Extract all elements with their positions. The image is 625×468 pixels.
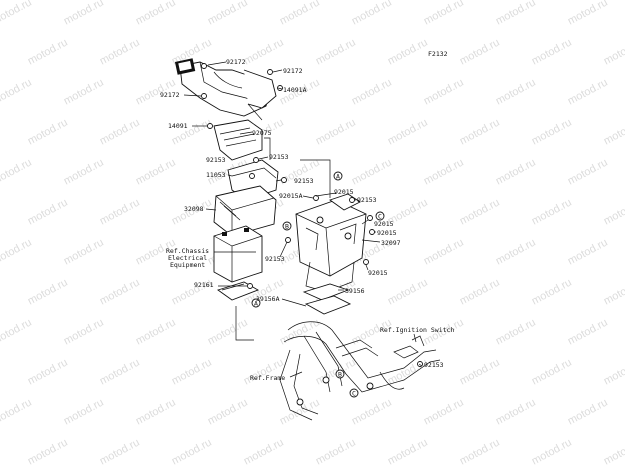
label-92153-f: 92153 bbox=[424, 361, 444, 369]
label-92075: 92075 bbox=[252, 129, 272, 137]
label-92153-b: 92153 bbox=[206, 156, 226, 164]
label-92015: 92015 bbox=[334, 188, 354, 196]
sticker-label bbox=[174, 58, 196, 75]
ref-mark-a1: A bbox=[333, 171, 343, 181]
label-11053: 11053 bbox=[206, 171, 226, 179]
fasteners bbox=[201, 63, 423, 367]
ref-mark-b2: B bbox=[335, 369, 345, 379]
label-ref-chassis-3: Equipment bbox=[170, 261, 205, 269]
label-92153-c: 92153 bbox=[294, 177, 314, 185]
ref-mark-a2: A bbox=[251, 298, 261, 308]
battery-case bbox=[213, 185, 277, 237]
svg-text:C: C bbox=[352, 390, 356, 398]
label-ref-chassis-2: Electrical bbox=[168, 254, 207, 262]
label-ref-ignition-switch: Ref.Ignition Switch bbox=[380, 326, 454, 334]
label-92015-b: 92015 bbox=[374, 220, 394, 228]
label-92153-a: 92153 bbox=[269, 153, 289, 161]
label-92172-c: 92172 bbox=[160, 91, 180, 99]
svg-text:B: B bbox=[338, 371, 342, 379]
label-92015a: 92015A bbox=[279, 192, 303, 200]
svg-text:C: C bbox=[378, 213, 382, 221]
label-ref-chassis-1: Ref.Chassis bbox=[166, 247, 209, 255]
label-92172-b: 92172 bbox=[283, 67, 303, 75]
rubber-pads bbox=[302, 283, 352, 315]
ref-mark-c1: C bbox=[375, 211, 385, 221]
svg-text:A: A bbox=[254, 300, 258, 308]
label-14091a: 14091A bbox=[283, 86, 307, 94]
label-92172-a: 92172 bbox=[226, 58, 246, 66]
label-32098: 32098 bbox=[184, 205, 204, 213]
label-92015-d: 92015 bbox=[368, 269, 388, 277]
diagram-code: F2132 bbox=[428, 50, 448, 58]
label-32097: 32097 bbox=[381, 239, 401, 247]
label-92161: 92161 bbox=[194, 281, 214, 289]
label-39156: 39156 bbox=[345, 287, 365, 295]
leader-lines bbox=[183, 61, 423, 378]
electrical-box bbox=[295, 193, 367, 293]
frame bbox=[279, 321, 441, 421]
bracket-plate bbox=[213, 119, 263, 161]
label-92153-e: 92153 bbox=[265, 255, 285, 263]
battery bbox=[213, 225, 263, 283]
svg-text:B: B bbox=[285, 223, 289, 231]
label-92153-d: 92153 bbox=[357, 196, 377, 204]
ref-mark-c2: C bbox=[349, 388, 359, 398]
label-92015-c: 92015 bbox=[377, 229, 397, 237]
label-ref-frame: Ref.Frame bbox=[250, 374, 285, 382]
label-39156a: 39156A bbox=[256, 295, 280, 303]
ref-mark-b1: B bbox=[282, 221, 292, 231]
label-14091: 14091 bbox=[168, 122, 188, 130]
svg-text:A: A bbox=[336, 173, 340, 181]
